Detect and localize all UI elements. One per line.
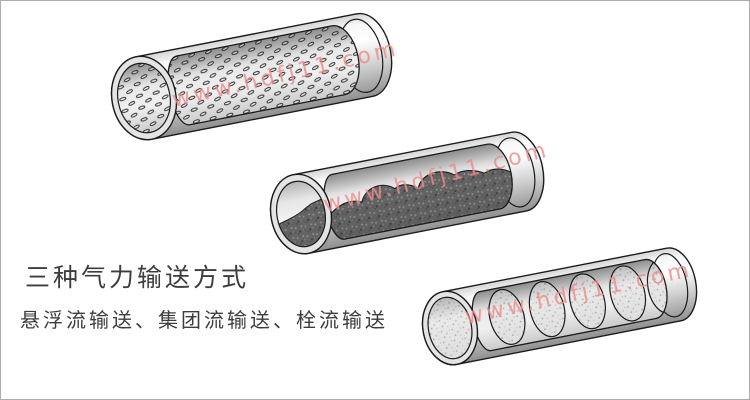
material-plugs bbox=[467, 256, 672, 353]
opening-material bbox=[422, 293, 478, 363]
diagram-title: 三种气力输送方式 bbox=[25, 263, 250, 292]
opening-particles bbox=[111, 58, 177, 138]
diagram-subtitle: 悬浮流输送、集团流输送、栓流输送 bbox=[20, 308, 388, 332]
dune-material bbox=[320, 140, 518, 242]
pipe-suspension-flow bbox=[110, 12, 393, 141]
suspended-particles bbox=[162, 22, 365, 128]
pipe-plug-flow bbox=[421, 247, 698, 366]
pipe-dune-flow bbox=[269, 131, 545, 255]
pipe-cap-rim bbox=[338, 18, 384, 93]
